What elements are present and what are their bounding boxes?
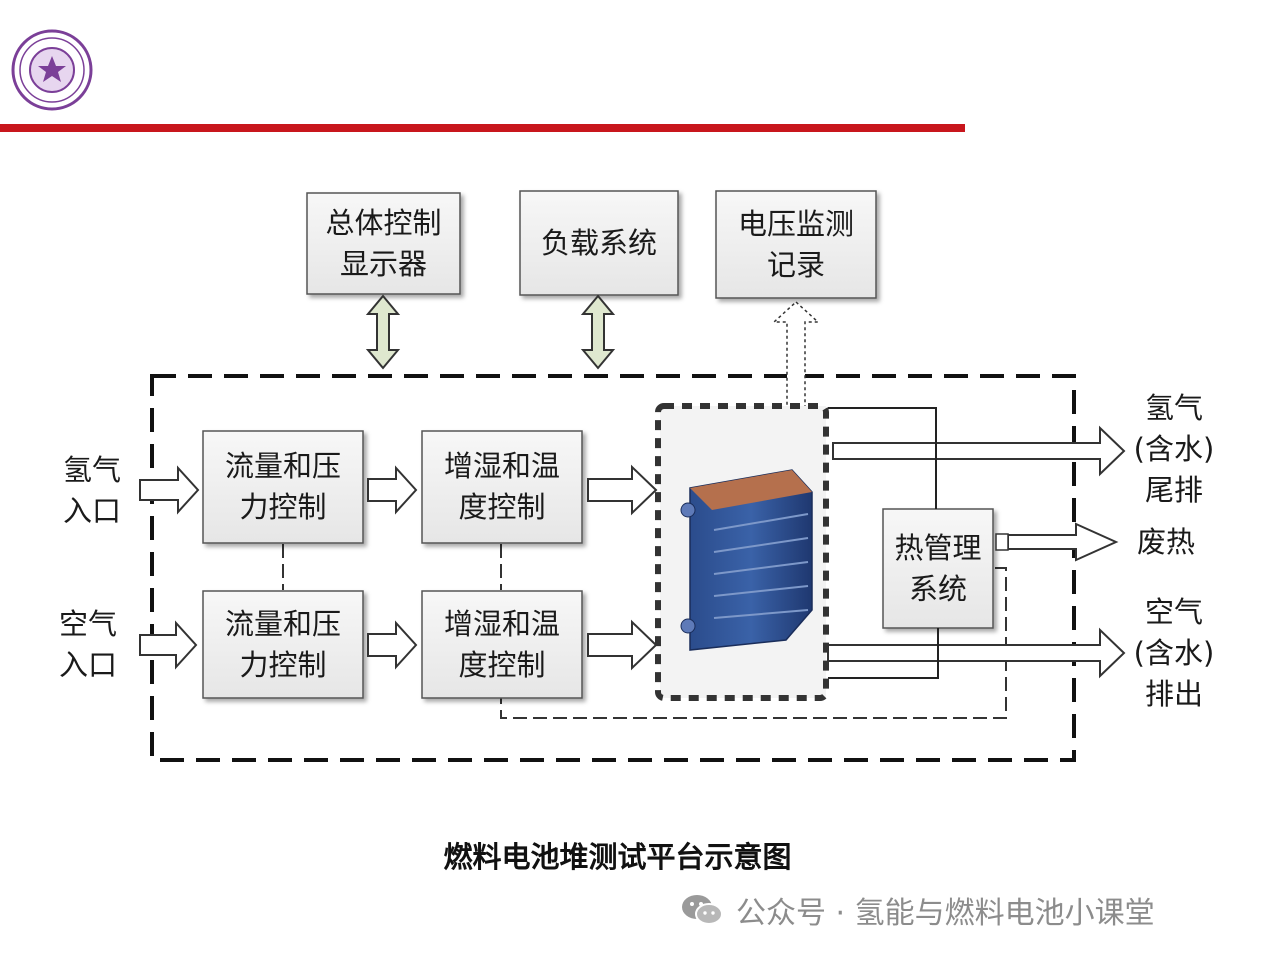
hydrogen-exhaust-arrow — [832, 425, 1126, 477]
voltage-box-label: 电压监测 记录 — [737, 206, 854, 282]
display-box-label: 总体控制 显示器 — [325, 205, 442, 281]
university-seal-logo — [11, 29, 93, 111]
footer-account-text: 公众号 · 氢能与燃料电池小课堂 — [736, 896, 1155, 931]
display-double-arrow — [365, 294, 401, 370]
arrow-flow-to-humid-bottom — [367, 620, 418, 670]
waste-heat-arrow — [1007, 522, 1119, 562]
fuel-cell-stack-photo — [680, 469, 813, 651]
hydrogen-input-arrow — [139, 465, 200, 515]
air-exhaust-label: 空气 (含水) 排出 — [1133, 595, 1215, 711]
thermal-management-box — [882, 508, 994, 629]
load-box — [519, 190, 679, 296]
waste-heat-origin — [995, 533, 1009, 551]
humid-control-bottom-box — [421, 590, 583, 699]
figure-caption: 燃料电池堆测试平台示意图 — [443, 840, 792, 874]
voltage-box — [715, 190, 877, 299]
arrow-humid-to-stack-bottom — [587, 619, 658, 671]
thermal-management-label: 热管理 系统 — [894, 530, 982, 606]
flow-arrows — [139, 425, 1126, 679]
thermal-loop-dashed — [500, 567, 1007, 719]
flow-control-top-label: 流量和压 力控制 — [224, 449, 341, 524]
thermal-line-top — [828, 407, 937, 509]
flow-control-bottom-label: 流量和压 力控制 — [224, 606, 341, 682]
arrow-flow-to-humid-top — [367, 465, 418, 515]
wechat-icon — [682, 895, 723, 925]
wechat-footer: 公众号 · 氢能与燃料电池小课堂 — [680, 888, 1155, 932]
humid-control-top-box — [421, 430, 583, 544]
air-input-label: 空气 入口 — [58, 607, 117, 682]
fuel-cell-stack-boundary — [655, 403, 829, 701]
voltage-dotted-arrow — [772, 300, 820, 409]
flow-control-top-box — [202, 430, 364, 544]
display-box — [306, 192, 461, 295]
air-exhaust-arrow — [827, 627, 1126, 679]
hydrogen-input-label: 氢气 入口 — [62, 453, 121, 528]
load-double-arrow — [580, 294, 616, 370]
humid-control-bottom-label: 增湿和温 度控制 — [443, 606, 560, 682]
header-red-line — [0, 124, 965, 132]
humid-control-top-label: 增湿和温 度控制 — [443, 449, 560, 524]
air-input-arrow — [139, 620, 198, 670]
thermal-line-bottom — [828, 628, 939, 679]
flow-control-bottom-box — [202, 590, 364, 699]
arrow-humid-to-stack-top — [587, 464, 658, 516]
waste-heat-label: 废热 — [1136, 525, 1195, 559]
hydrogen-exhaust-label: 氢气 (含水) 尾排 — [1133, 391, 1215, 507]
load-box-label: 负载系统 — [540, 225, 657, 260]
test-platform-boundary — [150, 374, 1076, 762]
